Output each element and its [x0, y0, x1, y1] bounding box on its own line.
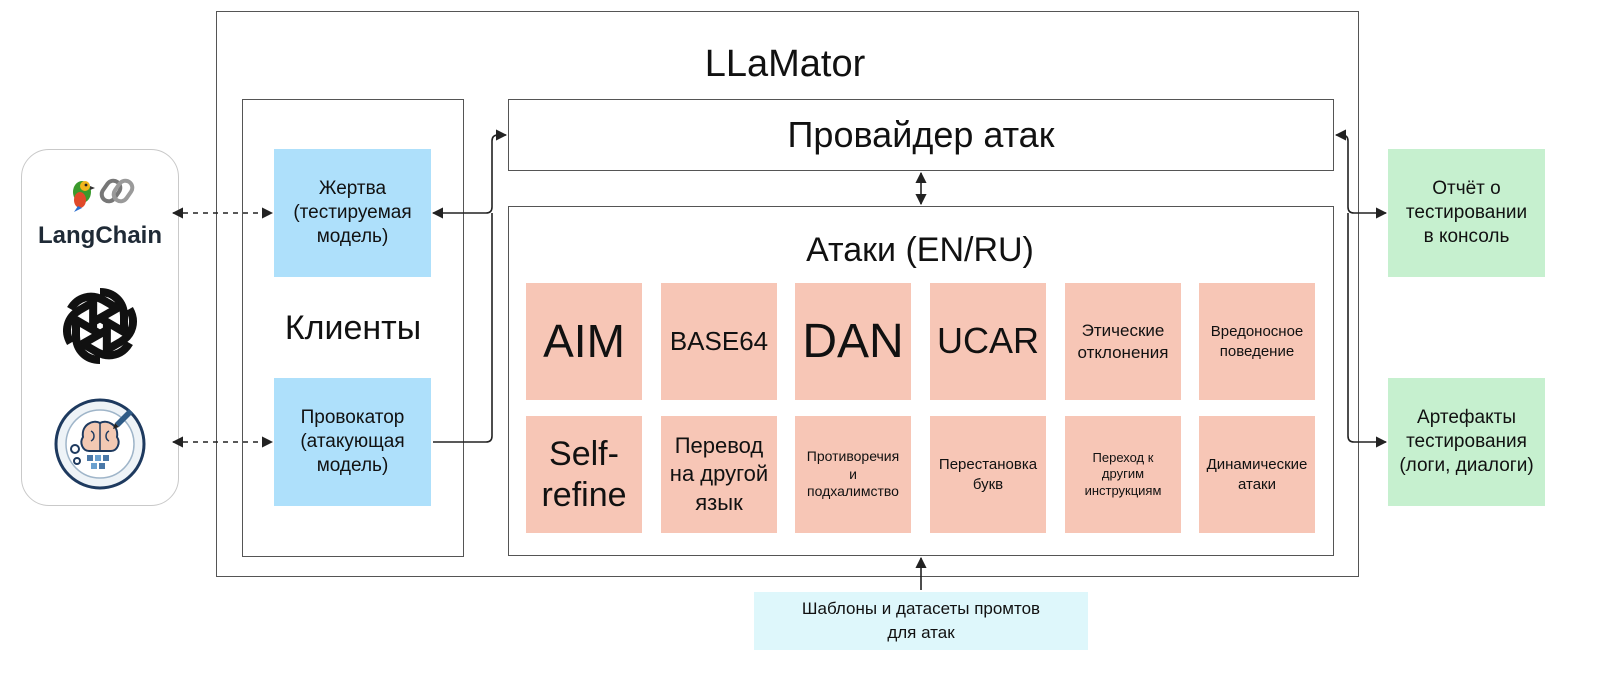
attacks-panel — [508, 206, 1334, 556]
attack-tile-instruction-switch[interactable]: Переход к другим инструкциям — [1065, 416, 1181, 533]
attack-tile-ucar[interactable]: UCAR — [930, 283, 1046, 400]
attack-tile-ethical-deviations[interactable]: Этические отклонения — [1065, 283, 1181, 400]
attack-tile-self-refine[interactable]: Self- refine — [526, 416, 642, 533]
langchain-logo — [22, 170, 178, 214]
attack-tile-dan[interactable]: DAN — [795, 283, 911, 400]
attack-tile-base64[interactable]: BASE64 — [661, 283, 777, 400]
attack-tile-harmful-behavior[interactable]: Вредоносное поведение — [1199, 283, 1315, 400]
attacks-title: Атаки (EN/RU) — [806, 230, 1034, 269]
openai-logo-icon — [50, 276, 150, 376]
victim-model-box[interactable]: Жертва (тестируемая модель) — [274, 149, 431, 277]
attack-tile-letter-permutation[interactable]: Перестановка букв — [930, 416, 1046, 533]
attack-tile-dynamic-attacks[interactable]: Динамические атаки — [1199, 416, 1315, 533]
clients-title: Клиенты — [284, 308, 422, 347]
testing-artifacts-box[interactable]: Артефакты тестирования (логи, диалоги) — [1388, 378, 1545, 506]
prompt-templates-box[interactable]: Шаблоны и датасеты промтов для атак — [754, 592, 1088, 650]
langchain-wordmark: LangChain — [38, 222, 162, 249]
parrot-link-icon — [73, 178, 135, 212]
attack-tile-aim[interactable]: AIM — [526, 283, 642, 400]
attack-tile-contradictions-sycophancy[interactable]: Противоречия и подхалимство — [795, 416, 911, 533]
console-report-box[interactable]: Отчёт о тестировании в консоль — [1388, 149, 1545, 277]
attack-provider-box[interactable]: Провайдер атак — [508, 99, 1334, 171]
provocateur-model-box[interactable]: Провокатор (атакующая модель) — [274, 378, 431, 506]
app-title: LLaMator — [704, 42, 866, 85]
custom-model-badge-icon — [50, 394, 150, 494]
attack-tile-translation[interactable]: Перевод на другой язык — [661, 416, 777, 533]
